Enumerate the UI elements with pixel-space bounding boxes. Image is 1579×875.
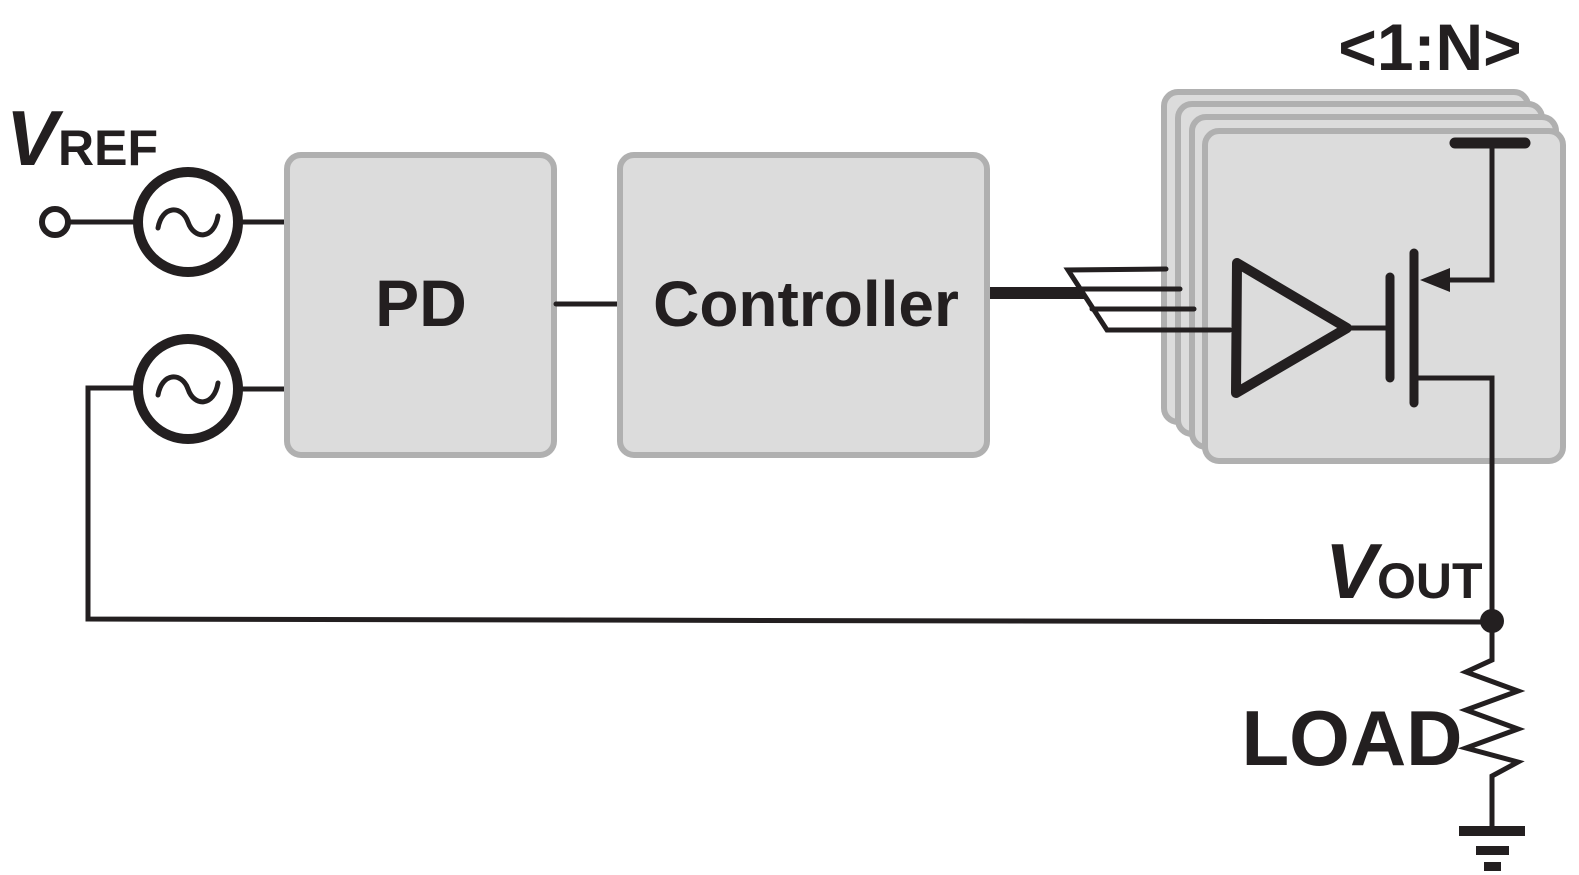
ac-source-ref (133, 167, 243, 277)
array-index-label: <1:N> (1338, 10, 1521, 84)
buffer-icon (1231, 258, 1352, 398)
controller-label: Controller (653, 268, 959, 340)
bus-fanout (1063, 266, 1233, 333)
ground-bar-2 (1476, 846, 1509, 855)
resistor-icon (1457, 618, 1526, 831)
load-label: LOAD (1242, 694, 1463, 782)
vref-label: VREF (6, 94, 158, 182)
ac-source-feedback (133, 334, 243, 444)
pd-label: PD (375, 266, 467, 340)
ground-bar-1 (1459, 826, 1525, 836)
wire-feedback (85, 385, 1491, 625)
ground-bar-3 (1484, 862, 1501, 871)
vref-terminal (39, 206, 71, 238)
bus-bit-1 (1063, 266, 1233, 333)
arrow-icon (1420, 268, 1450, 292)
vout-label-sub: OUT (1377, 553, 1483, 609)
controller-block[interactable]: Controller (617, 152, 990, 458)
vref-label-main: V (6, 94, 64, 182)
array-layer-1 (1202, 128, 1566, 464)
sine-icon (155, 374, 221, 405)
sine-icon (155, 207, 221, 238)
vout-label: VOUT (1325, 527, 1483, 615)
vref-label-sub: REF (58, 120, 158, 176)
pd-block[interactable]: PD (284, 152, 557, 458)
vout-label-main: V (1325, 527, 1383, 615)
ground-icon (1459, 826, 1525, 871)
pmos-source-wire (1443, 140, 1495, 283)
pmos-drain-wire (1415, 375, 1495, 623)
controller-block-rect (617, 152, 990, 458)
pmos-transistor-icon (1385, 137, 1531, 623)
